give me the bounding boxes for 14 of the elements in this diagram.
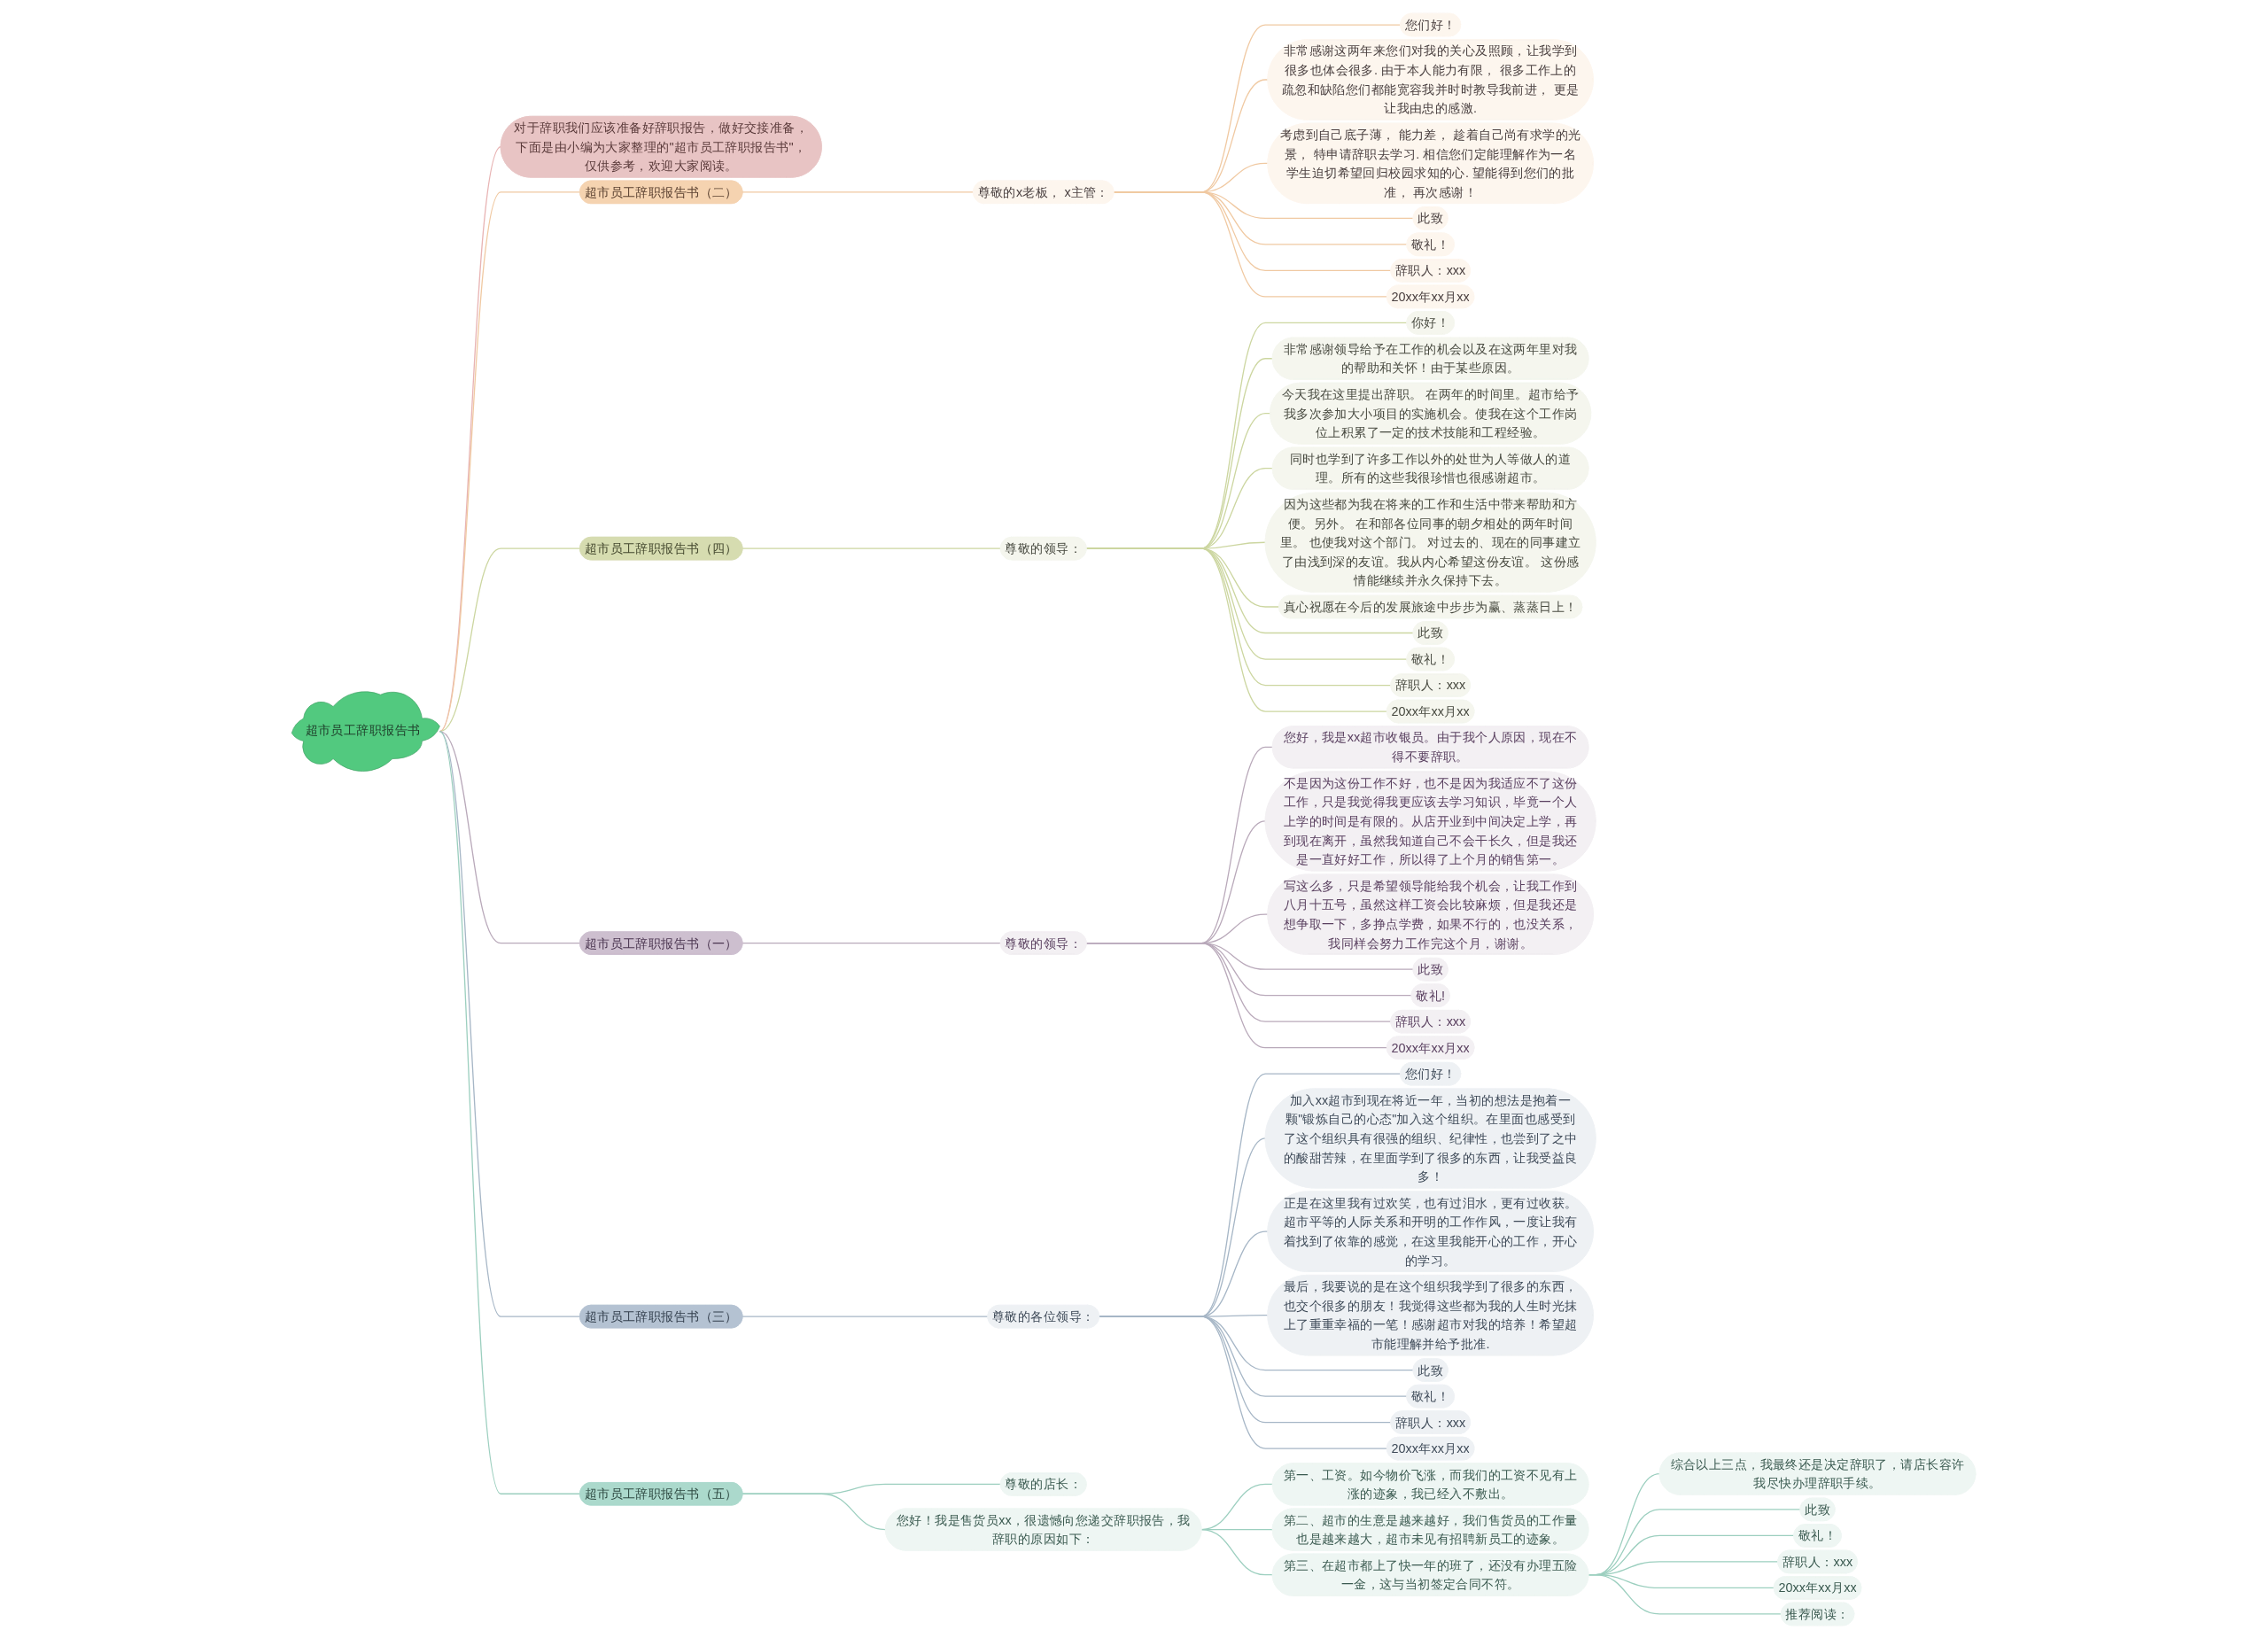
connector — [742, 1493, 887, 1530]
connector — [439, 730, 581, 943]
connector — [742, 190, 975, 193]
connector — [439, 190, 581, 732]
connector — [439, 730, 581, 1317]
connector — [439, 730, 581, 1494]
connector — [742, 547, 1002, 549]
connector — [1588, 1573, 1783, 1615]
connector — [1099, 1315, 1388, 1449]
connector — [1085, 547, 1388, 712]
connector — [742, 1315, 989, 1317]
connector — [742, 942, 1002, 943]
connector — [439, 547, 581, 732]
connector — [1200, 1528, 1274, 1575]
